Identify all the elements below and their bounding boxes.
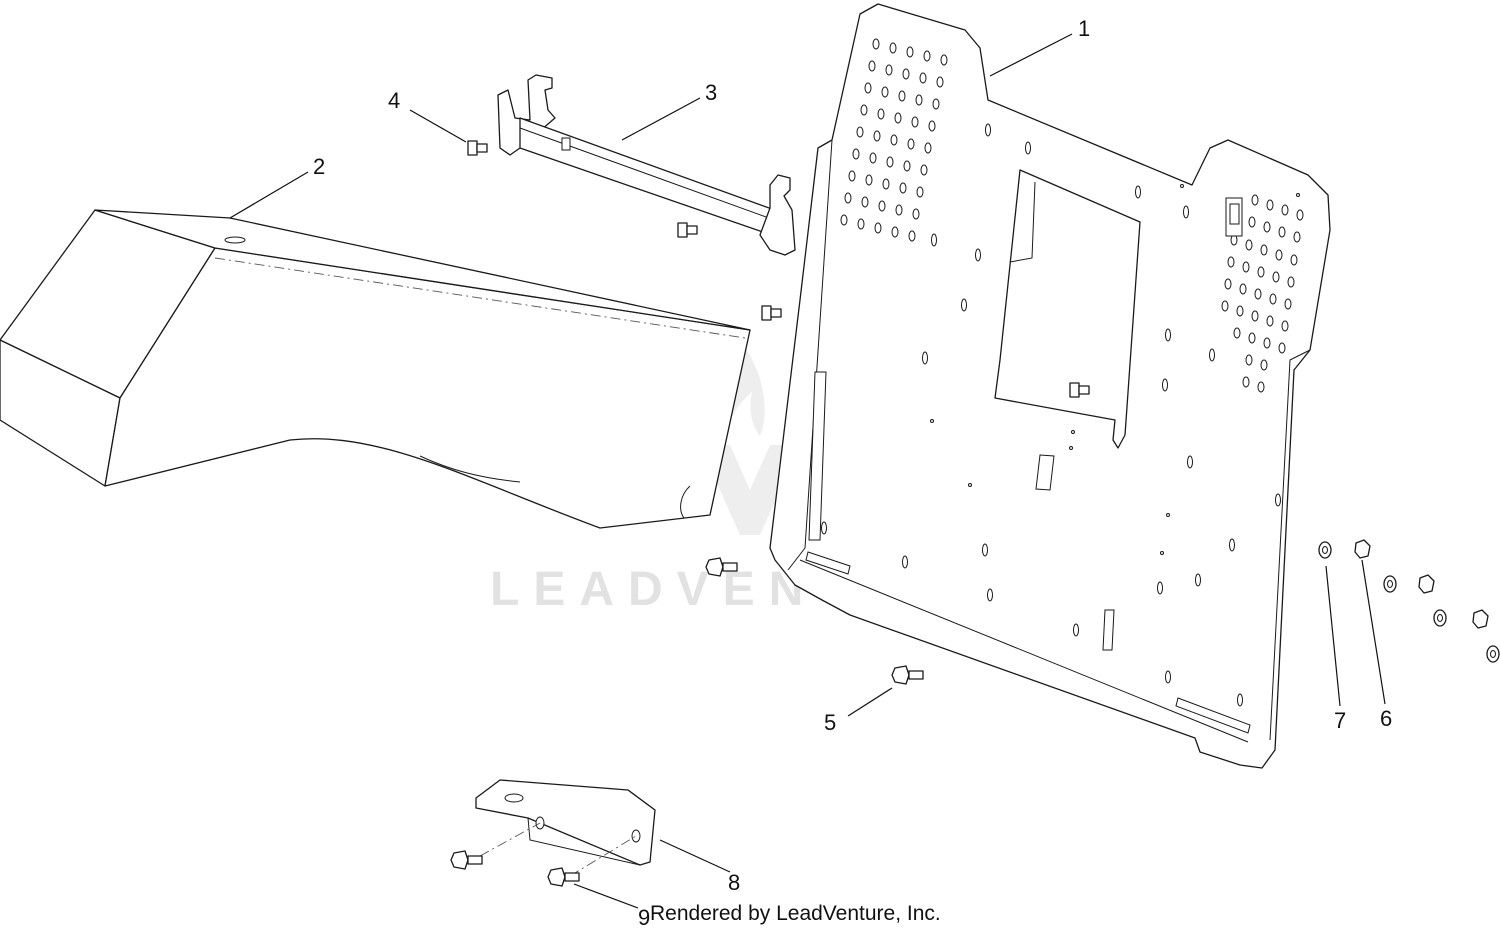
mounting-slots (821, 123, 1300, 707)
callout-3: 3 (705, 80, 717, 105)
callout-6: 6 (1380, 706, 1392, 731)
vent-holes-right (1221, 194, 1304, 393)
leader-lines (229, 33, 1386, 909)
callout-8: 8 (728, 870, 740, 895)
vent-holes-left (840, 38, 948, 242)
callout-9: 9 (638, 905, 650, 930)
chute-part (0, 209, 751, 529)
bracket-rod-part (497, 74, 796, 256)
washers-nuts (1318, 539, 1500, 663)
callout-4: 4 (388, 88, 400, 113)
render-credit: Rendered by LeadVenture, Inc. (650, 902, 941, 925)
callout-7: 7 (1334, 708, 1346, 733)
callout-1: 1 (1078, 16, 1090, 41)
callout-5: 5 (824, 710, 836, 735)
l-bracket-part (475, 779, 656, 877)
screw-fasteners (450, 140, 1090, 887)
callout-2: 2 (313, 154, 325, 179)
main-panel-part (769, 3, 1331, 769)
